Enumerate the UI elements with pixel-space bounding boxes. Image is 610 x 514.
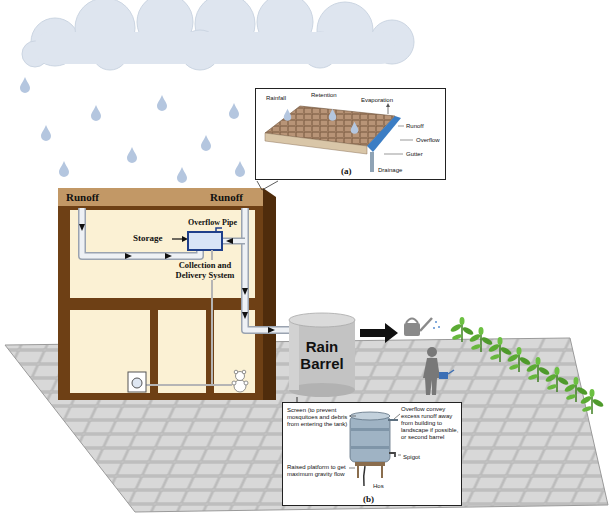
inset-note: Hos xyxy=(373,483,384,490)
teddy-bear xyxy=(232,370,248,392)
barrel-label: Rain Barrel xyxy=(289,338,355,372)
part-label: Storage xyxy=(133,233,163,243)
inset-tag: (a) xyxy=(341,166,352,176)
part-label: Collection and Delivery System xyxy=(172,260,238,280)
inset-note: Evaporation xyxy=(361,97,393,104)
overflow-pipe xyxy=(216,228,222,232)
cloud xyxy=(22,0,414,70)
part-label: Overflow Pipe xyxy=(188,218,237,227)
washing-machine xyxy=(128,372,146,392)
inset-note: Rainfall xyxy=(266,95,286,102)
inset-a-leaders xyxy=(257,181,278,190)
rain-barrel: Rain Barrel xyxy=(289,313,355,397)
inset-note: Overflow convey excess runoff away from … xyxy=(401,406,459,441)
inset-note: Screen (to prevent mosquitoes and debris… xyxy=(287,407,349,428)
person xyxy=(423,347,454,395)
inset-note: Raised platform to get maximum gravity f… xyxy=(287,464,349,478)
use-arrow xyxy=(360,323,398,343)
inset-note: Runoff xyxy=(406,123,424,130)
inset-note: Overflow xyxy=(416,137,440,144)
inset-panel: Screen (to prevent mosquitoes and debris… xyxy=(282,402,462,506)
inset-b-picture xyxy=(282,402,462,506)
inset-note: Spigot xyxy=(403,454,420,461)
rain-barrel-shape xyxy=(289,313,355,397)
plants xyxy=(450,317,605,414)
runoff-label: Runoff xyxy=(210,191,243,203)
runoff-label: Runoff xyxy=(66,191,99,203)
inset-note: Gutter xyxy=(406,151,423,158)
gutter-pipes xyxy=(82,208,290,330)
raindrops xyxy=(20,77,245,183)
inset-tag: (b) xyxy=(363,494,374,504)
watering-can xyxy=(404,318,440,336)
flow-arrows xyxy=(79,224,275,333)
inset-panel: Rainfall RetentionEvaporationRunoffOverfl… xyxy=(255,88,446,180)
storage-tank xyxy=(188,232,222,250)
inset-a-picture xyxy=(255,88,446,180)
inset-note: Drainage xyxy=(378,167,402,174)
inset-note: Retention xyxy=(311,92,337,99)
